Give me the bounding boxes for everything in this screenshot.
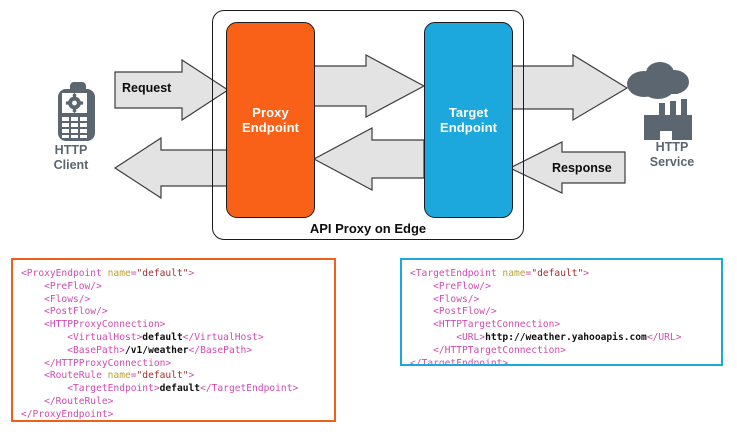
http-client-caption: HTTP Client <box>27 143 115 173</box>
code-token: = <box>525 268 532 279</box>
code-token: <TargetEndpoint <box>410 268 503 279</box>
code-token: </HTTPProxyConnection> <box>21 357 172 369</box>
code-token: = <box>130 370 137 382</box>
proxy-to-target-arrow <box>313 53 426 119</box>
target-endpoint-box[interactable]: Target Endpoint <box>424 22 513 218</box>
target-to-proxy-arrow <box>312 126 425 192</box>
code-token: </HTTPTargetConnection> <box>410 344 566 356</box>
http-client-caption-line2: Client <box>53 158 89 172</box>
code-token: > <box>188 268 195 279</box>
code-token: </VirtualHost> <box>182 331 264 343</box>
http-service-caption-line1: HTTP <box>655 140 689 154</box>
code-token: "default" <box>136 268 189 279</box>
code-token: <URL> <box>410 331 486 343</box>
request-arrow-label: Request <box>122 81 172 95</box>
target-endpoint-label-line1: Target <box>448 105 489 120</box>
code-token: /v1/weather <box>124 344 189 356</box>
proxy-endpoint-label-line2: Endpoint <box>241 120 300 135</box>
response-arrow-label: Response <box>552 161 612 175</box>
target-endpoint-code-block: <TargetEndpoint name="default"> <PreFlow… <box>400 258 723 366</box>
code-token: <Flows/> <box>21 293 91 305</box>
request-arrow <box>114 58 230 122</box>
code-token: name <box>107 268 131 279</box>
proxy-endpoint-box[interactable]: Proxy Endpoint <box>226 22 315 218</box>
http-client-caption-line1: HTTP <box>54 143 88 157</box>
code-token: <VirtualHost> <box>21 331 143 343</box>
code-token: <PreFlow/> <box>410 280 491 292</box>
proxy-endpoint-label-line1: Proxy <box>252 105 289 120</box>
code-token: > <box>583 268 590 279</box>
code-token: "default" <box>136 370 189 382</box>
code-token: default <box>159 383 201 395</box>
service-to-target-arrow <box>508 141 626 194</box>
code-token: > <box>188 370 195 382</box>
code-token: <PreFlow/> <box>21 280 102 292</box>
http-client-icon <box>58 82 95 141</box>
code-token: </URL> <box>646 331 682 343</box>
code-token: = <box>130 268 137 279</box>
proxy-endpoint-code-block: <ProxyEndpoint name="default"> <PreFlow/… <box>11 258 336 422</box>
code-token: <RouteRule <box>21 370 108 382</box>
code-token: <PostFlow/> <box>410 306 497 318</box>
http-service-icon <box>627 62 692 140</box>
diagram-svg <box>58 53 692 200</box>
cloud-shape <box>627 62 689 99</box>
target-to-service-arrow <box>509 53 629 122</box>
factory-shape <box>644 99 692 140</box>
target-endpoint-label-line2: Endpoint <box>439 120 498 135</box>
code-token: <BasePath> <box>21 344 125 356</box>
code-token: </BasePath> <box>188 344 253 356</box>
code-token: <ProxyEndpoint <box>21 268 108 279</box>
code-token: </RouteRule> <box>21 395 114 407</box>
code-token: </TargetEndpoint> <box>200 383 299 395</box>
code-token: </ProxyEndpoint> <box>21 408 114 420</box>
code-token: <HTTPProxyConnection> <box>21 319 166 331</box>
code-token: name <box>502 268 526 279</box>
http-service-caption-line2: Service <box>649 155 695 169</box>
http-service-caption: HTTP Service <box>629 140 715 170</box>
code-token: name <box>107 370 131 382</box>
proxy-endpoint-label: Proxy Endpoint <box>242 105 299 135</box>
code-token: http://weather.yahooapis.com <box>485 331 647 343</box>
proxy-to-client-arrow <box>113 136 229 200</box>
api-proxy-container <box>212 10 524 240</box>
code-token: <TargetEndpoint> <box>21 383 160 395</box>
code-token: default <box>142 331 183 343</box>
code-token: <HTTPTargetConnection> <box>410 319 561 331</box>
code-token: </TargetEndpoint> <box>410 357 509 366</box>
code-token: <Flows/> <box>410 293 480 305</box>
code-token: <PostFlow/> <box>21 306 108 318</box>
target-endpoint-label: Target Endpoint <box>440 105 497 135</box>
code-token: "default" <box>531 268 584 279</box>
api-proxy-caption: API Proxy on Edge <box>309 221 427 236</box>
